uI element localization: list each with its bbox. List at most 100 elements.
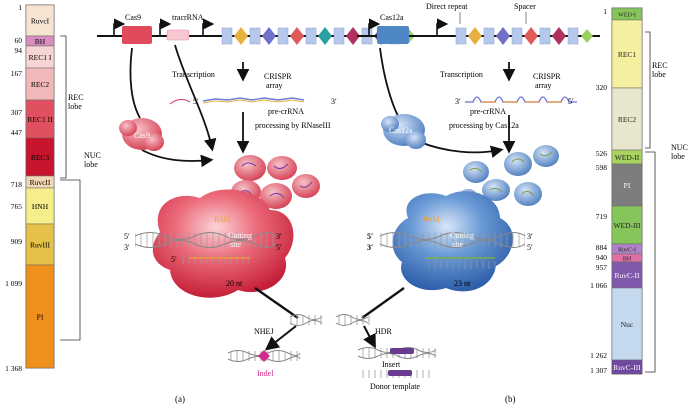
converge-line	[254, 287, 299, 319]
five-prime: 5′	[276, 243, 282, 252]
domain-segment	[25, 264, 55, 369]
cas12a-domain-bar: WED-IREC1REC2WED-IIPIWED-IIIRuvC-IBHRuvC…	[590, 7, 688, 375]
domain-segment	[611, 163, 643, 207]
spacer-diamond	[552, 27, 566, 45]
hdr-label: HDR	[375, 327, 393, 336]
domain-label: WED-III	[613, 221, 641, 230]
residue-tick: 1	[603, 7, 607, 16]
domain-label: RuvC-I	[618, 248, 636, 254]
residue-tick: 320	[596, 83, 608, 92]
domain-segment	[611, 19, 643, 89]
domain-label: BH	[35, 37, 46, 46]
cas9-gene-label: Cas9	[125, 13, 141, 22]
tracrrna-strand	[169, 98, 191, 105]
repair-section: NHEJ HDR Indel Insert Donor template	[227, 287, 437, 391]
nhej-arrow	[264, 325, 297, 351]
rec-lobe-bracket-right	[645, 31, 651, 149]
cas12a-gene-label: Cas12a	[380, 13, 404, 22]
residue-tick: 884	[596, 243, 608, 252]
domain-segment	[611, 287, 643, 361]
residue-tick: 719	[596, 212, 608, 221]
five-prime: 5′	[367, 232, 373, 241]
direct-repeat	[483, 27, 495, 45]
cas12a-gene	[377, 26, 409, 44]
spacer-diamond	[346, 27, 360, 45]
direct-repeat	[277, 27, 289, 45]
three-prime: 3′	[527, 232, 533, 241]
domain-segment	[25, 99, 55, 139]
spacer-diamond	[496, 27, 510, 45]
insert-block	[390, 348, 414, 354]
pre-crrna-strand	[202, 99, 305, 104]
domain-label: HNH	[32, 202, 49, 211]
cas9-gene	[122, 26, 152, 44]
domain-segment	[25, 223, 55, 266]
insert-label: Insert	[382, 360, 401, 369]
flow-arrow	[141, 149, 214, 168]
domain-label: RuvC-II	[615, 271, 641, 280]
tracrrna-label: tracrRNA	[172, 13, 204, 22]
spacer-diamond	[262, 27, 276, 45]
domain-label: REC2	[31, 80, 50, 89]
promoter-arrow	[113, 18, 126, 36]
spacer-diamond	[581, 29, 593, 43]
three-prime: 3′	[455, 97, 461, 106]
pam-label: PAM	[214, 215, 231, 224]
residue-tick: 1 066	[590, 281, 607, 290]
pre-crrna-strand	[202, 97, 305, 102]
residue-tick: 1 099	[5, 279, 22, 288]
flow-arrow	[174, 44, 217, 152]
domain-label: PI	[37, 313, 44, 322]
hdr-arrow	[363, 325, 376, 349]
domain-segment	[25, 137, 55, 177]
nuc-lobe-bracket-right	[645, 151, 656, 373]
residue-tick: 957	[596, 263, 608, 272]
promoter-arrow	[368, 18, 381, 36]
cas9-protein-label: Cas9	[134, 131, 150, 140]
domain-segment	[611, 261, 643, 289]
five-prime: 5′	[124, 232, 130, 241]
domain-label: REC1	[618, 50, 637, 59]
direct-repeat	[305, 27, 317, 45]
domain-label: RuvcI	[31, 17, 50, 26]
promoter-arrow	[159, 18, 172, 36]
flow-arrow	[129, 47, 141, 119]
panel-a-label: (a)	[175, 394, 185, 404]
domain-label: REC3	[31, 153, 50, 162]
domain-segment	[25, 67, 55, 101]
domain-label: WED-I	[618, 13, 636, 19]
residue-tick: 598	[596, 163, 608, 172]
domain-label: RuvIII	[30, 241, 50, 250]
spacer-length-label: 20 nt	[226, 279, 243, 288]
residue-tick: 1 307	[590, 366, 607, 375]
pam-label: PAM	[423, 215, 440, 224]
flow-arrow	[419, 141, 504, 158]
indel-label: Indel	[257, 369, 274, 378]
residue-tick: 718	[11, 180, 23, 189]
direct-repeat	[539, 27, 551, 45]
transcription-label: Transcription	[440, 70, 483, 79]
domain-label: PI	[624, 181, 631, 190]
broken-dna	[289, 314, 370, 326]
flow-arrow	[379, 47, 399, 117]
residue-tick: 765	[11, 202, 23, 211]
cas12a-protein-label: Cas12a	[389, 126, 413, 135]
spacer-diamond	[318, 27, 332, 45]
pre-crrna-strand	[465, 96, 577, 103]
spacer-length-label: 23 nt	[454, 279, 471, 288]
domain-label: WED-II	[615, 153, 640, 162]
spacer-diamond	[290, 27, 304, 45]
domain-label: RuvC-III	[613, 363, 641, 372]
cas9-protein: Cas9	[119, 118, 164, 151]
direct-repeat	[455, 27, 467, 45]
five-prime: 5′	[171, 255, 177, 264]
five-prime: 5′	[568, 97, 574, 106]
spacer-diamond	[468, 27, 482, 45]
pre-crrna-label: pre-crRNA	[268, 107, 304, 116]
